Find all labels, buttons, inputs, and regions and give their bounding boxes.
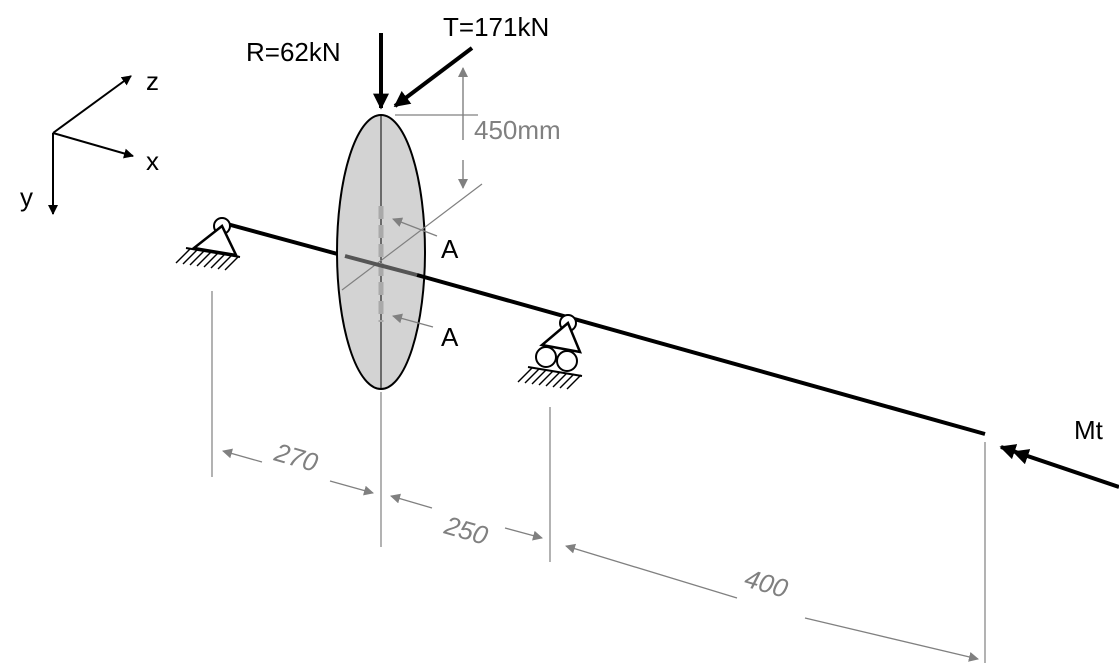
- radius-dimension: 450mm: [395, 67, 561, 189]
- dim-250-arrow-right: [504, 527, 543, 541]
- gear-diagonal-axis: [341, 183, 483, 291]
- roller-triangle: [539, 320, 583, 354]
- extension-lines: [211, 291, 986, 663]
- z-axis-label: z: [146, 66, 159, 96]
- dim-400-arrow-right: [804, 617, 979, 662]
- coordinate-axes: z x y: [20, 66, 159, 215]
- radial-force-label: R=62kN: [246, 37, 341, 67]
- tangential-force-arrow: [393, 46, 474, 108]
- pin-ground-hatch: [175, 248, 240, 271]
- shaft-right: [416, 273, 986, 436]
- section-markers: A A: [392, 217, 459, 352]
- x-axis-label: x: [146, 146, 159, 176]
- dim-400-label: 400: [741, 563, 791, 604]
- span-dimensions: 270 250 400: [222, 437, 979, 662]
- torque-arrow-second-head: [1012, 449, 1041, 465]
- section-bottom-leader: [392, 313, 434, 328]
- dim-270-arrow-right: [329, 480, 374, 496]
- z-axis-arrow: [52, 75, 132, 134]
- pin-triangle: [191, 224, 239, 257]
- roller-wheel-right: [556, 350, 578, 372]
- section-top-leader: [392, 217, 438, 237]
- shaft-through-gear: [344, 254, 418, 277]
- gear-disc: [336, 114, 483, 390]
- section-bottom-label: A: [441, 322, 459, 352]
- tangential-force-label: T=171kN: [443, 12, 549, 42]
- torque-label: Mt: [1074, 415, 1104, 445]
- loads: R=62kN T=171kN Mt: [246, 12, 1119, 489]
- section-top-label: A: [441, 234, 459, 264]
- dim-250-arrow-left: [390, 493, 433, 509]
- roller-support: [517, 314, 583, 390]
- roller-wheel-left: [535, 346, 557, 368]
- roller-ground-hatch: [517, 367, 582, 390]
- y-axis-label: y: [20, 182, 33, 212]
- shaft-left: [215, 219, 346, 258]
- dim-270-label: 270: [270, 437, 321, 478]
- dim-400-arrow-left: [565, 543, 738, 599]
- dim-270-arrow-left: [222, 448, 263, 463]
- pin-support: [175, 217, 241, 271]
- dim-250-label: 250: [440, 510, 491, 551]
- radius-dimension-label: 450mm: [474, 115, 561, 145]
- x-axis-arrow: [52, 132, 134, 159]
